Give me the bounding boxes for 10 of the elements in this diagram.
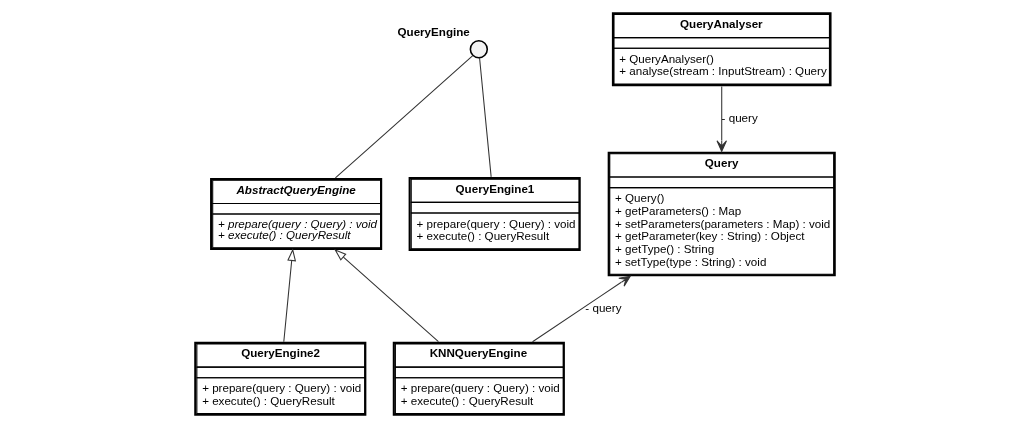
- arrow: [333, 248, 439, 343]
- node-circle: [469, 40, 488, 59]
- arrow: [282, 248, 296, 343]
- arrow: [715, 85, 727, 152]
- edge-label: - query: [721, 110, 758, 124]
- arrow: [531, 275, 631, 343]
- connector: [334, 55, 473, 179]
- connector: [478, 57, 492, 178]
- node-label: QueryEngine: [397, 25, 470, 39]
- edge-label: - query: [584, 301, 622, 314]
